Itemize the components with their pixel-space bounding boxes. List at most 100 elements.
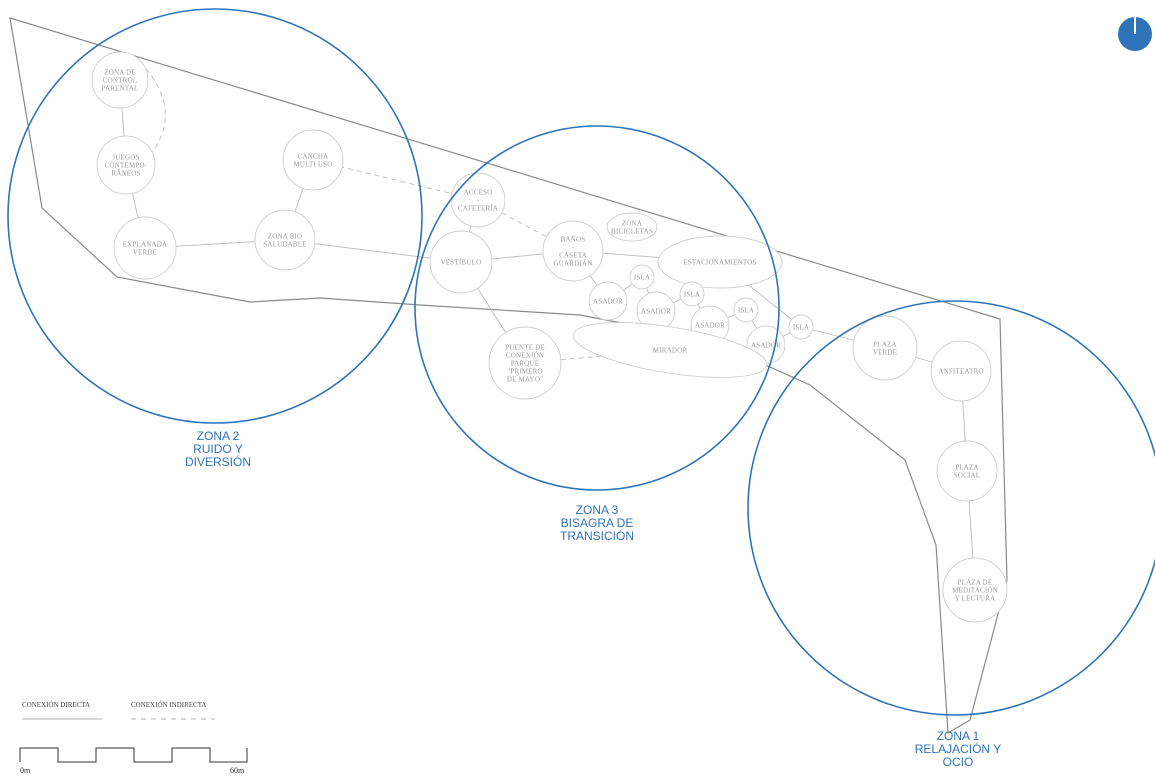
- connections: [119, 61, 976, 591]
- node-label: ISLA: [684, 291, 700, 299]
- scale-bar: 0m 60m: [19, 747, 248, 775]
- node-label: ASADOR: [751, 342, 781, 350]
- node-label: SALUDABLE: [263, 241, 306, 249]
- node-label: Y LECTURA: [955, 595, 996, 603]
- node-isla3: ISLA: [733, 297, 759, 323]
- legend: CONEXIÓN DIRECTA CONEXIÓN INDIRECTA: [22, 701, 215, 720]
- legend-direct-label: CONEXIÓN DIRECTA: [22, 701, 90, 709]
- node-label: CANCHA: [298, 153, 329, 161]
- node-shape: [91, 51, 149, 109]
- scale-bar-line: [19, 747, 248, 763]
- node-label: PLAZA: [955, 464, 979, 472]
- zone-circle: [7, 8, 423, 424]
- node-shape: [588, 281, 628, 321]
- node-label: JUEGOS: [112, 154, 139, 162]
- node-label: CAFETERÍA: [458, 205, 498, 213]
- node-label: PLAZA: [873, 341, 897, 349]
- node-label: "PRIMERO: [507, 368, 543, 376]
- node-label: ASADOR: [641, 308, 671, 316]
- node-label: CONTEMPO-: [105, 162, 148, 170]
- node-label: RÁNEOS: [111, 170, 140, 178]
- node-label: CASETA: [559, 252, 587, 260]
- node-label: MIRADOR: [653, 347, 688, 355]
- zone-circle: [414, 125, 780, 491]
- node-shape: [572, 322, 768, 378]
- node-estacionamientos: ESTACIONAMIENTOS: [657, 235, 783, 289]
- node-label: SOCIAL: [954, 472, 980, 480]
- node-label: EXPLANADA: [123, 241, 168, 249]
- node-label: ESTACIONAMIENTOS: [683, 259, 756, 267]
- node-acceso: ACCESO-CAFETERÍA: [450, 172, 506, 228]
- zone-title-line: BISAGRA DE: [561, 516, 634, 530]
- node-label: ANFITEATRO: [938, 368, 983, 376]
- node-shape: [429, 230, 493, 294]
- scale-start-label: 0m: [20, 766, 31, 775]
- node-label: BICICLETAS: [611, 228, 653, 236]
- node-shape: [606, 212, 658, 242]
- node-isla4: ISLA: [788, 314, 814, 340]
- zone-title-line: OCIO: [943, 755, 974, 769]
- node-label: VERDE: [873, 349, 897, 357]
- node-label: GUARDIÁN: [554, 260, 593, 268]
- zone-title-line: RUIDO Y: [193, 442, 243, 456]
- zone-title-line: RELAJACIÓN Y: [915, 741, 1001, 756]
- node-anfiteatro: ANFITEATRO: [930, 340, 992, 402]
- node-label: PARQUE: [511, 360, 540, 368]
- node-shape: [930, 340, 992, 402]
- node-label: ISLA: [793, 324, 809, 332]
- node-label: ISLA: [738, 307, 754, 315]
- zone-title-line: ZONA 1: [937, 729, 980, 743]
- node-label: PUENTE DE: [505, 344, 545, 352]
- node-label: ZONA DE: [104, 69, 136, 77]
- node-label: PARENTAL: [102, 85, 139, 93]
- node-label: DE MAYO": [507, 376, 543, 384]
- node-label: -: [477, 197, 480, 205]
- node-label: ZONA BIO: [268, 233, 302, 241]
- legend-indirect-label: CONEXIÓN INDIRECTA: [131, 701, 206, 709]
- node-shape: [657, 235, 783, 289]
- node-shape: [852, 315, 918, 381]
- node-label: BAÑOS: [561, 236, 586, 244]
- node-label: ZONA: [622, 220, 642, 228]
- node-shape: [629, 264, 655, 290]
- node-shape: [113, 216, 177, 280]
- node-shape: [282, 129, 344, 191]
- node-shape: [96, 135, 156, 195]
- node-asador1: ASADOR: [588, 281, 628, 321]
- node-shape: [679, 281, 705, 307]
- node-label: MULTI USO: [293, 161, 332, 169]
- node-shape: [942, 557, 1008, 623]
- connection-indirect: [139, 61, 166, 156]
- node-label: VERDE: [133, 249, 157, 257]
- zone-title-line: TRANSICIÓN: [560, 528, 634, 543]
- node-label: ASADOR: [593, 298, 623, 306]
- zone-title-line: ZONA 3: [576, 503, 619, 517]
- node-label: VESTÍBULO: [441, 259, 482, 267]
- node-label: -: [572, 244, 575, 252]
- node-shape: [733, 297, 759, 323]
- node-shape: [936, 440, 998, 502]
- node-label: CONTROL: [103, 77, 137, 85]
- node-label: CONEXIÓN: [506, 352, 544, 360]
- node-label: PLAZA DE: [958, 579, 993, 587]
- node-shape: [254, 209, 316, 271]
- pie-timer-icon: [1118, 17, 1152, 51]
- node-label: ISLA: [634, 274, 650, 282]
